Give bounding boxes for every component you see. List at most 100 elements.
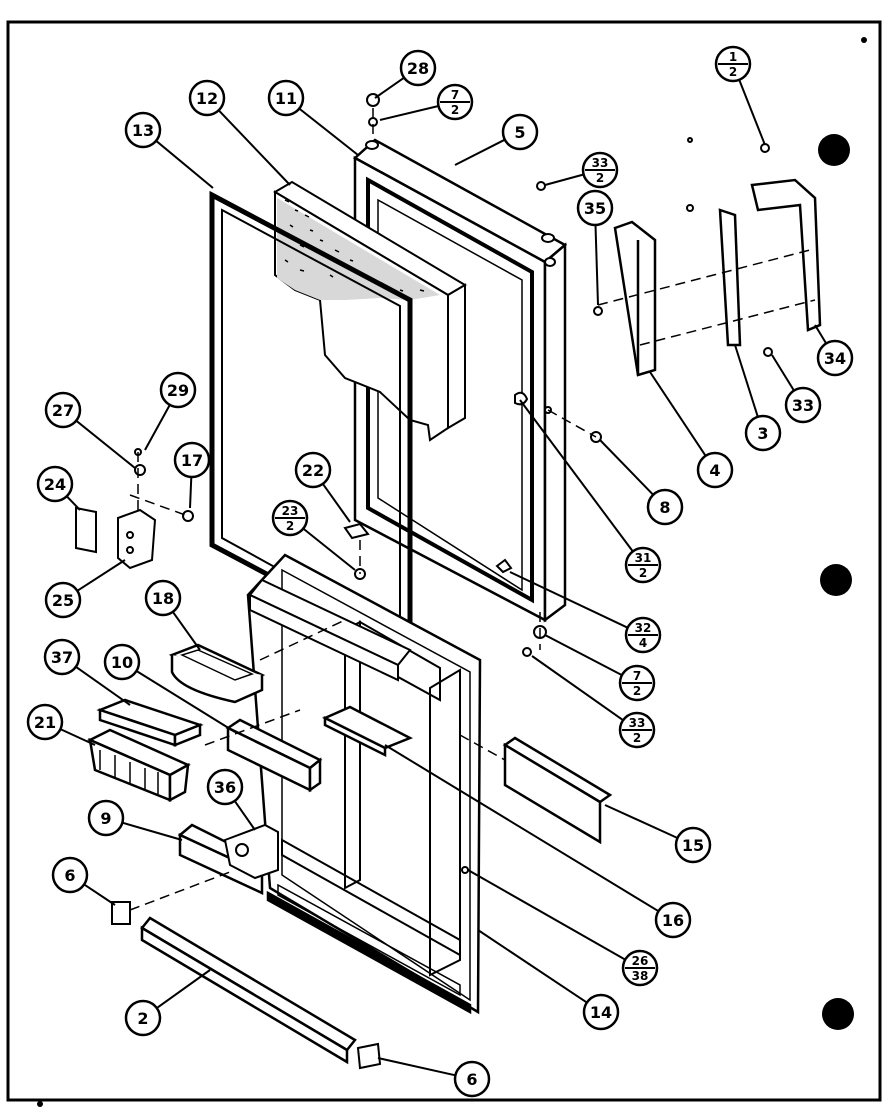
leader-c36 (233, 800, 256, 831)
callout-c24: 24 (36, 465, 74, 503)
callout-number: 6 (64, 866, 75, 885)
callout-number: 34 (824, 349, 846, 368)
leader-c35 (594, 224, 599, 306)
leader-c9 (122, 821, 183, 841)
callout-c25: 25 (44, 581, 82, 619)
callout-number: 33 (629, 716, 646, 730)
callout-number: 7 (633, 669, 641, 683)
leader-c23-2 (302, 527, 356, 571)
callout-c34: 34 (816, 339, 854, 377)
callout-c14: 14 (582, 993, 620, 1031)
callout-c15: 15 (674, 826, 712, 864)
binder-hole-bottom (822, 998, 854, 1030)
leader-c4 (649, 371, 707, 457)
callout-circle (87, 799, 125, 837)
leader-c26-38 (467, 869, 626, 961)
leader-lines (59, 76, 828, 1077)
leader-c7-2-top (379, 105, 439, 121)
leader-c1-2 (738, 79, 766, 146)
hinge-25 (117, 508, 157, 570)
callout-circle (654, 901, 692, 939)
bracket-3 (718, 208, 742, 347)
shelf-bar-10 (225, 718, 323, 793)
leader-c3 (734, 344, 759, 418)
callout-circle (51, 856, 89, 894)
callout-circle (399, 49, 437, 87)
callout-quantity: 2 (639, 566, 647, 580)
callout-circle (816, 339, 854, 377)
callout-c5: 5 (501, 113, 539, 151)
diagram-border (6, 20, 882, 1102)
leader-c28 (374, 76, 405, 99)
leader-c11 (298, 107, 359, 156)
callout-circle (576, 189, 614, 227)
clip-6-bottom (356, 1042, 382, 1070)
callout-number: 32 (635, 621, 652, 635)
door-liner (246, 553, 482, 1015)
leader-c27 (75, 419, 136, 469)
callout-c28: 28 (399, 49, 437, 87)
callout-number: 36 (214, 778, 236, 797)
callout-number: 27 (52, 401, 74, 420)
callout-quantity: 2 (451, 103, 459, 117)
callout-circle (44, 581, 82, 619)
leader-c10 (135, 670, 236, 733)
callout-number: 33 (792, 396, 814, 415)
bracket-4 (613, 220, 657, 377)
alignment-lines (129, 108, 816, 911)
callout-c3: 3 (744, 414, 782, 452)
callout-c33: 33 (784, 386, 822, 424)
callout-circle (26, 703, 64, 741)
callout-c33-2-bot: 332 (618, 711, 656, 749)
leader-c8 (599, 439, 654, 496)
fasteners (134, 93, 773, 874)
callout-number: 26 (632, 954, 649, 968)
callout-circle (696, 451, 734, 489)
callout-c12: 12 (188, 79, 226, 117)
callout-c35: 35 (576, 189, 614, 227)
callout-c27: 27 (44, 391, 82, 429)
callout-c13: 13 (124, 111, 162, 149)
callout-number: 25 (52, 591, 74, 610)
callout-quantity: 2 (633, 731, 641, 745)
callout-c10: 10 (103, 643, 141, 681)
callout-quantity: 2 (596, 171, 604, 185)
callout-circle (173, 441, 211, 479)
callout-number: 15 (682, 836, 704, 855)
callout-number: 12 (196, 89, 218, 108)
callout-number: 3 (757, 424, 768, 443)
binder-hole-top (818, 134, 850, 166)
callout-number: 18 (152, 589, 174, 608)
callout-c18: 18 (144, 579, 182, 617)
callout-circle (453, 1060, 491, 1098)
leader-c2 (156, 969, 211, 1009)
callout-number: 4 (709, 461, 720, 480)
leader-c33 (771, 354, 795, 392)
callout-circle (36, 465, 74, 503)
leader-c29 (144, 404, 171, 451)
leader-c32-4 (509, 571, 629, 629)
leader-c18 (172, 611, 201, 651)
cover-37 (96, 698, 204, 747)
callout-number: 9 (100, 809, 111, 828)
callout-number: 1 (729, 50, 737, 64)
callout-quantity: 2 (633, 684, 641, 698)
callout-c31-2: 312 (624, 546, 662, 584)
callout-number: 35 (584, 199, 606, 218)
callout-number: 31 (635, 551, 652, 565)
callout-number: 11 (275, 89, 297, 108)
callout-number: 2 (137, 1009, 148, 1028)
shelf-16 (322, 705, 414, 758)
callout-circle (103, 643, 141, 681)
callout-c23-2: 232 (271, 499, 309, 537)
callout-c2: 2 (124, 999, 162, 1037)
callout-number: 8 (659, 498, 670, 517)
hinge-bracket-24 (75, 506, 97, 554)
callout-quantity: 4 (639, 636, 647, 650)
leader-c25 (76, 559, 126, 592)
callout-c9: 9 (87, 799, 125, 837)
callout-c21: 21 (26, 703, 64, 741)
